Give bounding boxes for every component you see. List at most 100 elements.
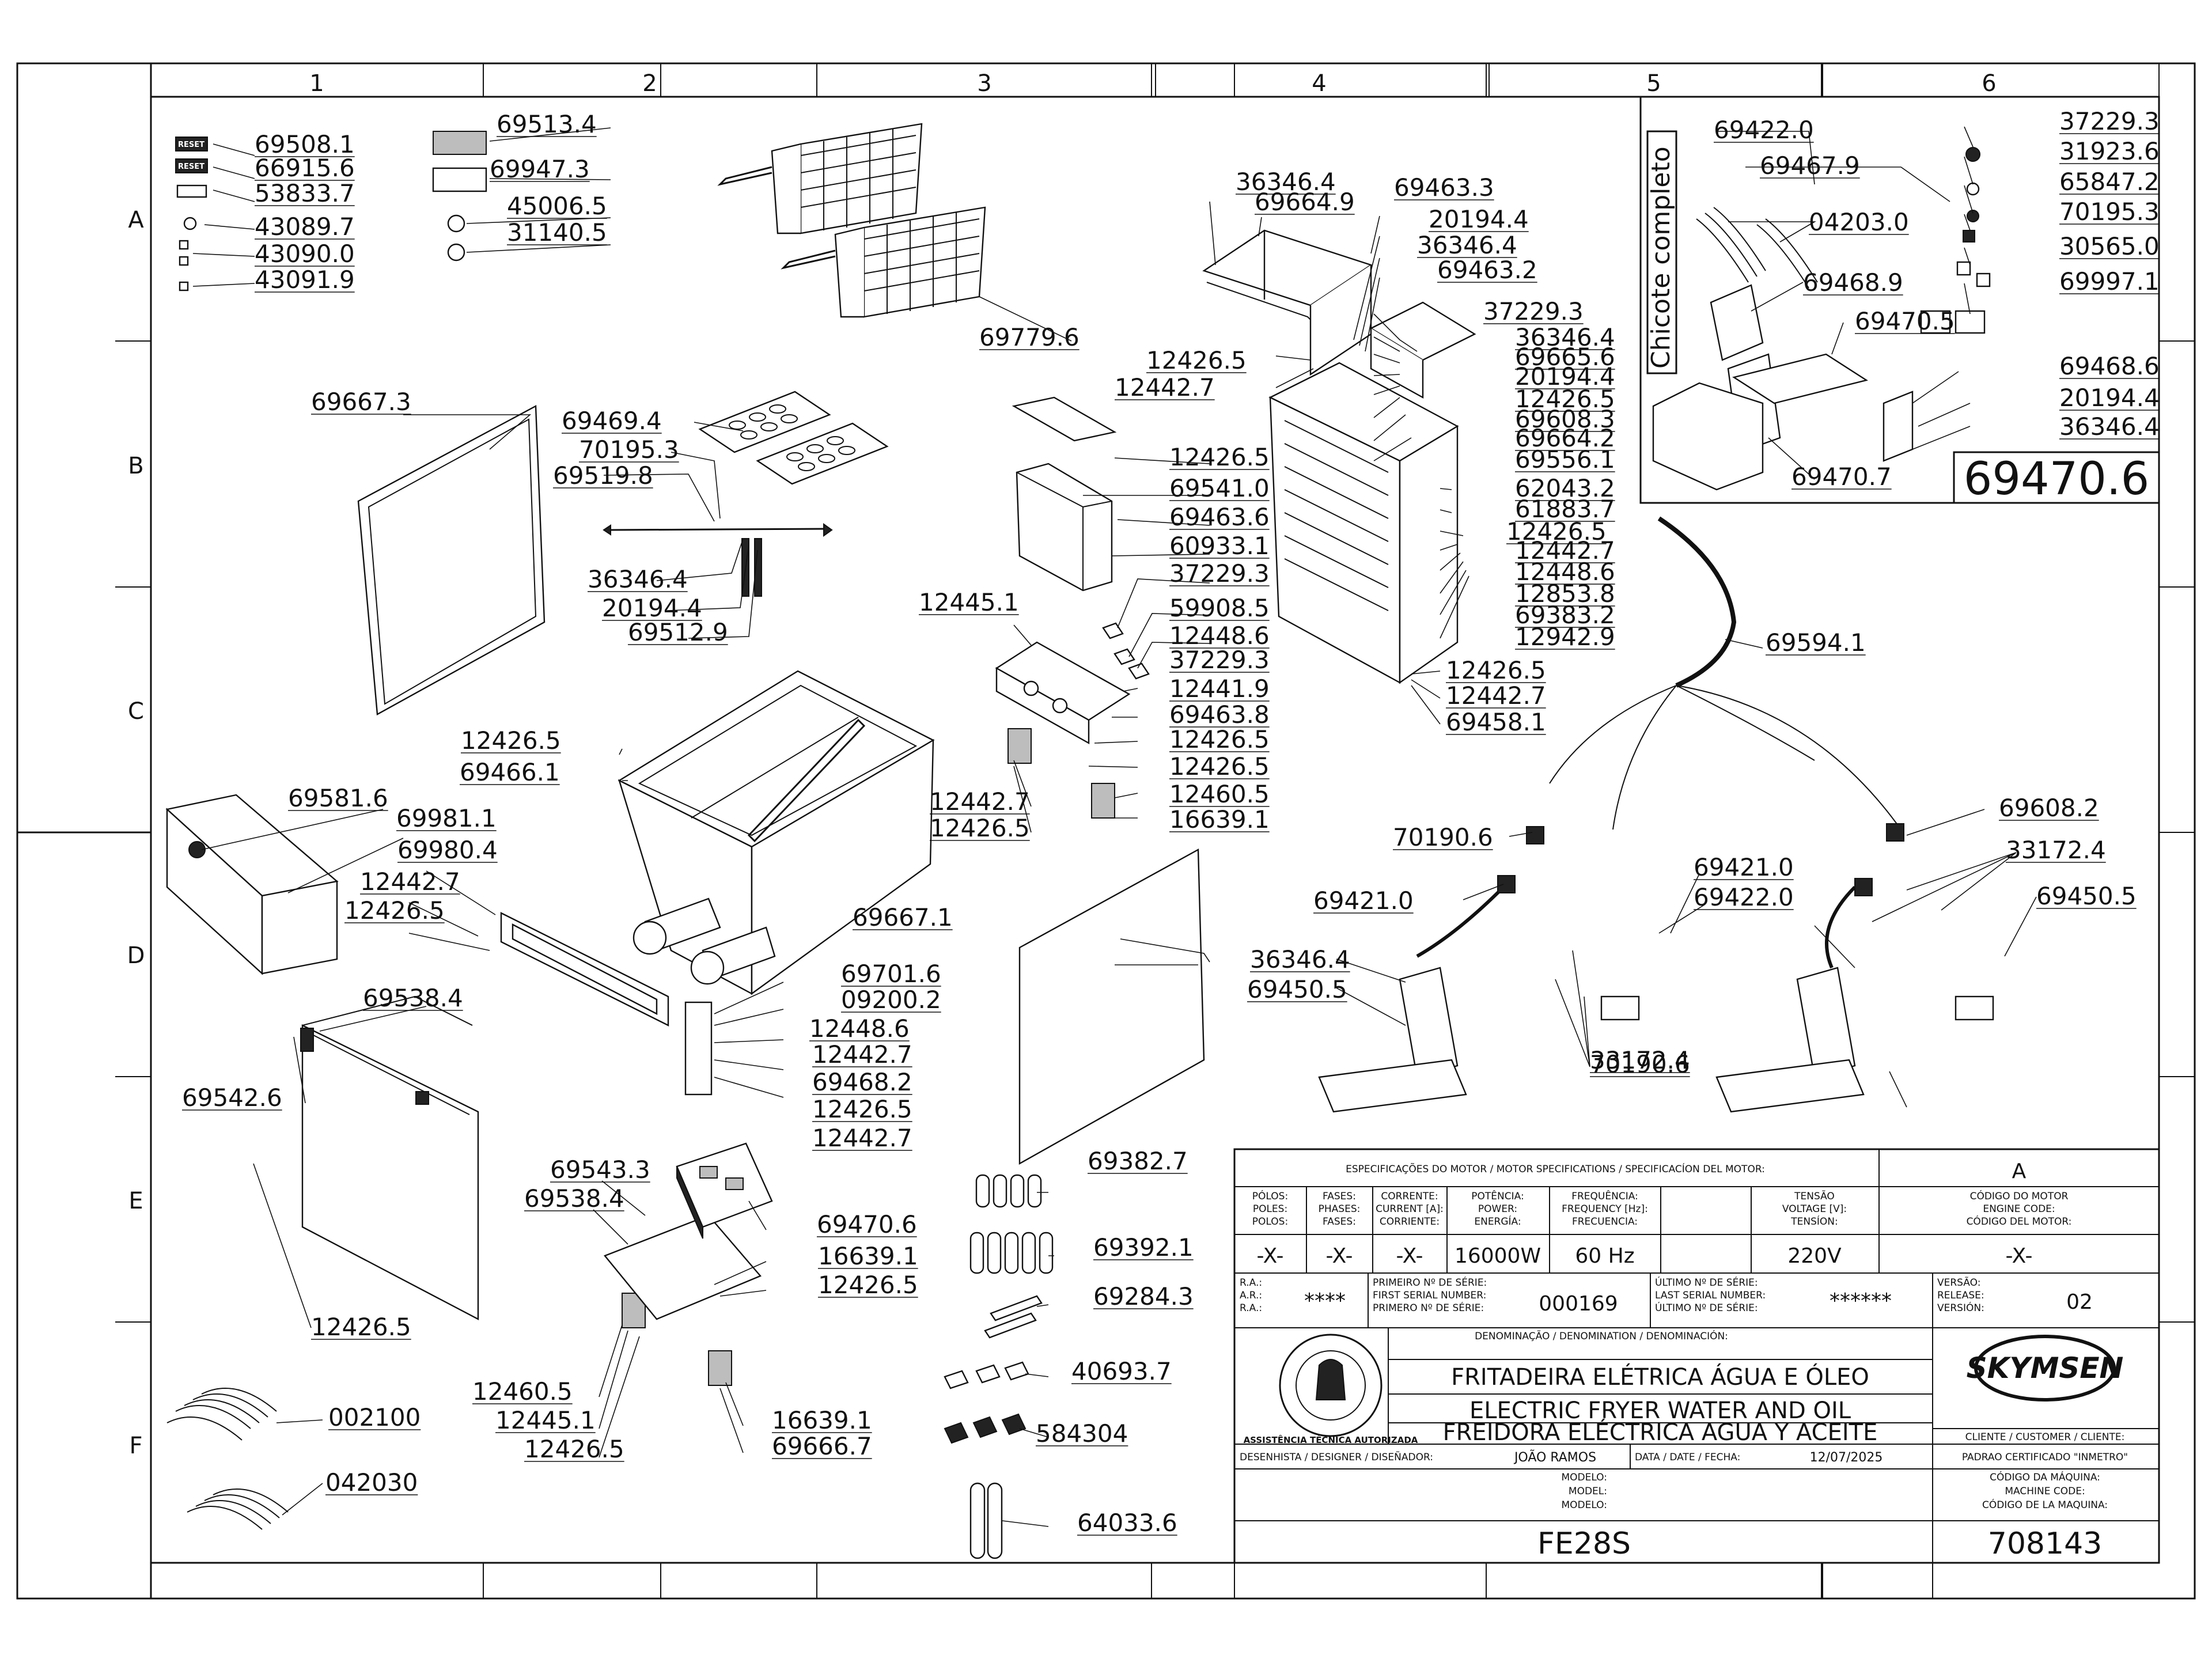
phases-value: -X- xyxy=(1325,1244,1353,1268)
ra-label-es: R.A.: xyxy=(1240,1302,1262,1314)
part-number-label: 12448.6 xyxy=(1515,558,1615,586)
date-value: 12/07/2025 xyxy=(1810,1450,1883,1465)
poles-header-pt: PÓLOS: xyxy=(1252,1190,1288,1202)
rev-letter: A xyxy=(2012,1160,2027,1183)
part-number-label: 69779.6 xyxy=(979,323,1080,351)
harness-title: Chicote completo xyxy=(1646,146,1676,369)
power-header-pt: POTÊNCIA: xyxy=(1471,1190,1524,1202)
part-number-label: 45006.5 xyxy=(507,192,607,220)
grid-row-f: F xyxy=(129,1433,142,1459)
part-number-label: 61883.7 xyxy=(1515,495,1615,523)
motor-code-value: -X- xyxy=(2005,1244,2032,1268)
part-number-label: 69608.2 xyxy=(1999,794,2099,822)
machine-code-label-es: CÓDIGO DE LA MAQUINA: xyxy=(1982,1498,2108,1511)
part-number-label: 69538.4 xyxy=(363,984,463,1012)
part-number-label: 37229.3 xyxy=(2059,107,2160,135)
part-number-label: 31140.5 xyxy=(507,218,607,247)
part-number-label: 69463.2 xyxy=(1437,256,1537,284)
grid-col-1: 1 xyxy=(309,70,324,97)
part-number-label: 69463.6 xyxy=(1169,503,1270,531)
part-number-label: 12426.5 xyxy=(311,1313,411,1341)
part-number-label: 69664.2 xyxy=(1515,424,1615,452)
part-number-label: 69382.7 xyxy=(1088,1147,1188,1175)
part-number-label: 43091.9 xyxy=(255,266,355,294)
brand-name: SKYMSEN xyxy=(1967,1351,2124,1385)
designer-value: JOÃO RAMOS xyxy=(1513,1449,1596,1465)
ra-label-pt: R.A.: xyxy=(1240,1277,1262,1289)
part-number-label: 69467.9 xyxy=(1760,151,1860,180)
part-number-label: 62043.2 xyxy=(1515,474,1615,502)
part-number-label: 37229.3 xyxy=(1483,297,1584,325)
harness-code: 69470.6 xyxy=(1964,453,2150,505)
part-number-label: 36346.4 xyxy=(1250,945,1350,974)
designer-label: DESENHISTA / DESIGNER / DISEÑADOR: xyxy=(1240,1450,1433,1463)
part-number-label: 33172.4 xyxy=(1590,1046,1690,1074)
part-number-label: 12426.5 xyxy=(344,896,445,925)
part-number-label: 12460.5 xyxy=(472,1377,573,1406)
denomination-es: FREIDORA ELÉCTRICA AGUA Y ACEITE xyxy=(1443,1418,1878,1446)
part-number-label: 12460.5 xyxy=(1169,780,1270,808)
part-number-label: 53833.7 xyxy=(255,179,355,207)
motor-code-header-en: ENGINE CODE: xyxy=(1983,1203,2055,1215)
part-number-label: 70195.3 xyxy=(579,435,679,464)
part-number-label: 69458.1 xyxy=(1446,708,1546,736)
part-number-label: 69556.1 xyxy=(1515,445,1615,474)
part-number-label: 33172.4 xyxy=(2006,836,2106,864)
part-number-label: 69383.2 xyxy=(1515,601,1615,629)
part-number-label: 12442.7 xyxy=(812,1124,912,1152)
part-number-label: 69463.3 xyxy=(1394,173,1494,202)
last-serial-label-es: ÚLTIMO Nº DE SÉRIE: xyxy=(1655,1301,1758,1314)
part-number-label: 12426.5 xyxy=(1169,725,1270,753)
part-number-label: 12426.5 xyxy=(461,726,561,755)
part-number-label: 65847.2 xyxy=(2059,168,2160,196)
part-number-label: 04203.0 xyxy=(1809,208,1909,236)
part-number-label: 59908.5 xyxy=(1169,594,1270,622)
ra-value: **** xyxy=(1304,1289,1346,1313)
first-serial-value: 000169 xyxy=(1539,1292,1618,1316)
first-serial-label-pt: PRIMEIRO Nº DE SÉRIE: xyxy=(1373,1276,1487,1289)
authorized-service-seal: ASSISTÊNCIA TÉCNICA AUTORIZADA xyxy=(1244,1334,1418,1445)
part-number-label: 36346.4 xyxy=(588,565,688,593)
part-number-label: 69581.6 xyxy=(288,784,388,812)
part-number-label: 69543.3 xyxy=(550,1156,650,1184)
part-number-label: 69997.1 xyxy=(2059,267,2160,296)
voltage-header-pt: TENSÃO xyxy=(1794,1190,1835,1202)
part-number-label: 69469.4 xyxy=(562,407,662,435)
part-number-label: 002100 xyxy=(328,1403,421,1431)
part-number-label: 69450.5 xyxy=(1247,975,1347,1003)
part-number-label: 69392.1 xyxy=(1093,1233,1194,1262)
part-number-label: 12426.5 xyxy=(1446,656,1546,684)
grid-row-a: A xyxy=(128,207,144,233)
part-number-label: 69667.1 xyxy=(853,903,953,931)
grid-col-3: 3 xyxy=(977,70,991,97)
current-header-en: CURRENT [A]: xyxy=(1376,1203,1444,1215)
frequency-header-pt: FREQUÊNCIA: xyxy=(1571,1190,1638,1202)
version-label-es: VERSIÓN: xyxy=(1937,1301,1984,1314)
part-number-label: 69519.8 xyxy=(553,461,653,490)
part-number-label: 12853.8 xyxy=(1515,579,1615,608)
part-number-label: 12445.1 xyxy=(495,1406,596,1434)
motor-code-header-pt: CÓDIGO DO MOTOR xyxy=(1970,1190,2069,1202)
part-number-label: 69468.2 xyxy=(812,1068,912,1096)
part-number-label: 43089.7 xyxy=(255,213,355,241)
part-number-label: 12426.5 xyxy=(1506,517,1607,546)
machine-code-value: 708143 xyxy=(1988,1527,2103,1561)
part-number-label: 69513.4 xyxy=(497,110,597,138)
part-number-label: 20194.4 xyxy=(1429,205,1529,233)
motor-code-header-es: CÓDIGO DEL MOTOR: xyxy=(1967,1215,2072,1228)
current-header-es: CORRIENTE: xyxy=(1380,1216,1440,1228)
voltage-header-es: TENSÍON: xyxy=(1790,1215,1838,1228)
denomination-pt: FRITADEIRA ELÉTRICA ÁGUA E ÓLEO xyxy=(1451,1363,1869,1391)
part-number-label: 69470.6 xyxy=(817,1210,917,1238)
model-label-es: MODELO: xyxy=(1561,1499,1607,1511)
part-number-label: 12426.5 xyxy=(818,1271,918,1299)
part-number-label: 69450.5 xyxy=(2036,882,2137,910)
grid-row-c: C xyxy=(128,698,144,725)
reset-label-2: RESET xyxy=(178,162,204,171)
part-number-label: 69666.7 xyxy=(772,1432,872,1460)
denomination-en: ELECTRIC FRYER WATER AND OIL xyxy=(1469,1397,1851,1424)
seal-text: ASSISTÊNCIA TÉCNICA AUTORIZADA xyxy=(1244,1434,1418,1445)
part-number-label: 69422.0 xyxy=(1694,883,1794,911)
version-label-pt: VERSÃO: xyxy=(1937,1276,1980,1289)
